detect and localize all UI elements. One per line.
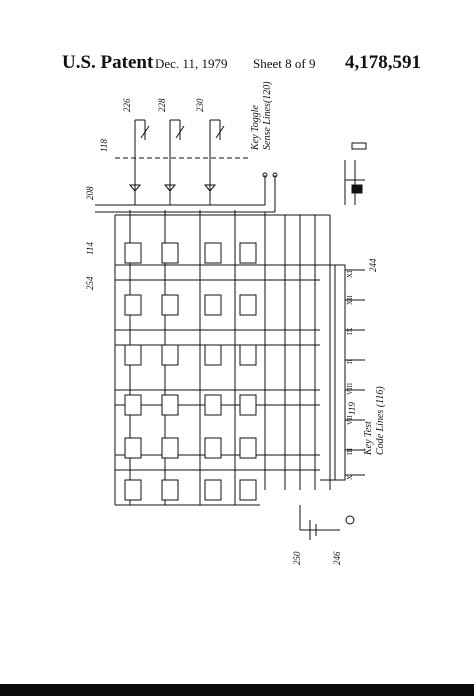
key-box bbox=[204, 394, 222, 416]
key-box bbox=[239, 479, 257, 501]
code-line-numeral: IX bbox=[346, 328, 354, 335]
ref-label: 114 bbox=[85, 242, 95, 255]
key-box bbox=[239, 394, 257, 416]
sheet-number: Sheet 8 of 9 bbox=[253, 56, 316, 71]
ref-label: 118 bbox=[99, 139, 109, 152]
key-box bbox=[239, 242, 257, 264]
key-box bbox=[161, 394, 179, 416]
matrix-bus bbox=[114, 210, 331, 506]
key-box bbox=[204, 344, 222, 366]
ref-label: 246 bbox=[332, 551, 342, 565]
code-line-numeral: VIII bbox=[346, 382, 354, 395]
key-box bbox=[161, 344, 179, 366]
key-box bbox=[204, 242, 222, 264]
key-box bbox=[124, 344, 142, 366]
code-line-numeral: XI bbox=[346, 270, 354, 278]
patent-date: Dec. 11, 1979 bbox=[155, 56, 228, 71]
key-box bbox=[204, 294, 222, 316]
patent-header: U.S. Patent Dec. 11, 1979 Sheet 8 of 9 4… bbox=[0, 38, 474, 78]
code-line-numeral: VII bbox=[346, 415, 354, 425]
key-box bbox=[124, 479, 142, 501]
switch-array bbox=[95, 119, 278, 213]
code-line-numeral: II bbox=[346, 359, 354, 364]
key-box bbox=[124, 294, 142, 316]
key-box bbox=[239, 437, 257, 459]
patent-number: 4,178,591 bbox=[345, 52, 421, 73]
legend-symbol bbox=[344, 142, 367, 205]
ref-label: 228 bbox=[157, 98, 167, 112]
key-box bbox=[161, 437, 179, 459]
sense-caption: Sense Lines(120) bbox=[262, 81, 273, 150]
key-box bbox=[124, 437, 142, 459]
key-box-grid bbox=[124, 242, 257, 501]
ref-label: 119 bbox=[347, 402, 357, 415]
key-box bbox=[161, 294, 179, 316]
key-box bbox=[239, 294, 257, 316]
code-line-numeral: X bbox=[346, 475, 354, 480]
key-box bbox=[161, 242, 179, 264]
ref-label: 230 bbox=[195, 98, 205, 112]
code-connector-block bbox=[320, 264, 365, 481]
key-box bbox=[239, 344, 257, 366]
ref-label: 250 bbox=[292, 551, 302, 565]
key-box bbox=[161, 479, 179, 501]
code-line-numeral: III bbox=[346, 447, 354, 455]
key-box bbox=[204, 437, 222, 459]
ref-label: 244 bbox=[368, 258, 378, 272]
code-line-numeral: XII bbox=[346, 295, 354, 305]
ref-label: 226 bbox=[122, 98, 132, 112]
scan-bottom-edge bbox=[0, 684, 474, 696]
key-box bbox=[124, 242, 142, 264]
key-box bbox=[204, 479, 222, 501]
patent-title: U.S. Patent bbox=[62, 52, 154, 73]
code-caption: Key Test bbox=[363, 421, 374, 456]
power-supply bbox=[299, 505, 355, 540]
key-box bbox=[124, 394, 142, 416]
sense-caption: Key Toggle bbox=[250, 105, 261, 151]
ref-label: 208 bbox=[85, 186, 95, 200]
ref-label: 254 bbox=[85, 276, 95, 290]
code-caption: Code Lines (116) bbox=[375, 386, 386, 455]
